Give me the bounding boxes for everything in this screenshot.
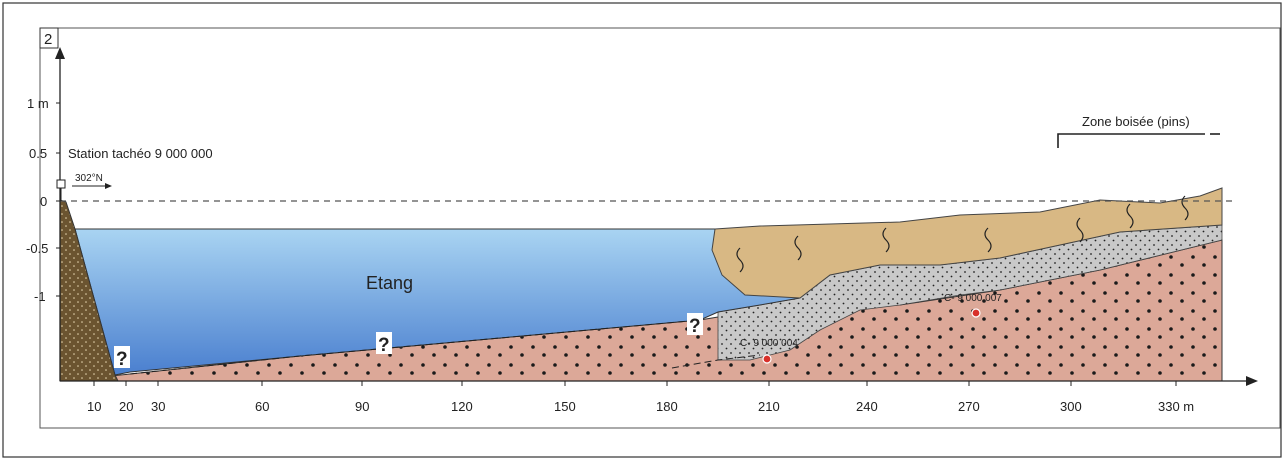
unknown-markers: ? ? ?: [114, 313, 703, 370]
x-tick-330: 330 m: [1158, 399, 1194, 414]
x-tick-20: 20: [119, 399, 133, 414]
wooded-zone-bracket: [1057, 133, 1205, 148]
x-tick-120: 120: [451, 399, 473, 414]
x-tick-150: 150: [554, 399, 576, 414]
core-point-1: [762, 354, 772, 364]
question-mark-2: ?: [378, 335, 390, 356]
pond-label: Etang: [366, 273, 413, 293]
core-point-2: [971, 308, 981, 318]
station-marker: [56, 179, 66, 189]
x-tick-10: 10: [87, 399, 101, 414]
panel-number-box: [39, 27, 59, 49]
y-tick-neg1: -1: [34, 289, 46, 304]
uncertain-boundary-2: [671, 354, 761, 369]
x-tick-90: 90: [355, 399, 369, 414]
x-axis-arrow: [1246, 376, 1258, 386]
x-tick-30: 30: [151, 399, 165, 414]
x-tick-240: 240: [856, 399, 878, 414]
y-tick-0.5: 0.5: [29, 146, 47, 161]
core-label-2: C- 9 000 007: [944, 293, 1002, 304]
y-tick-1m: 1 m: [27, 96, 49, 111]
inner-frame: [39, 27, 1281, 429]
x-tick-60: 60: [255, 399, 269, 414]
panel-number: 2: [44, 31, 52, 48]
core-label-1: C- 9 000 004: [740, 338, 798, 349]
bearing-label: 302°N: [75, 173, 103, 184]
y-tick-neg0.5: -0.5: [26, 241, 48, 256]
x-tick-270: 270: [958, 399, 980, 414]
y-tick-0: 0: [40, 194, 47, 209]
outer-frame: [2, 2, 1282, 458]
x-tick-300: 300: [1060, 399, 1082, 414]
question-mark-3: ?: [689, 316, 701, 337]
x-tick-180: 180: [656, 399, 678, 414]
x-tick-210: 210: [758, 399, 780, 414]
sand-soil-layer: [711, 187, 1223, 299]
y-axis-arrow: [55, 47, 65, 59]
station-label: Station tachéo 9 000 000: [68, 146, 213, 161]
root-symbols: [736, 195, 1189, 273]
wooded-zone-label: Zone boisée (pins): [1082, 114, 1190, 129]
question-mark-1: ?: [116, 349, 128, 370]
